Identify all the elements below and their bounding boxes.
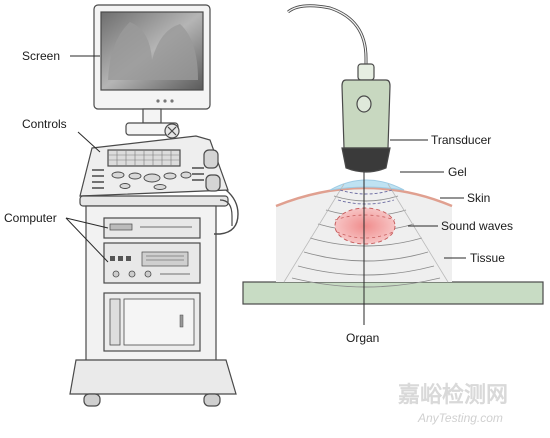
- label-controls: Controls: [22, 117, 67, 131]
- watermark-chinese: 嘉峪检测网: [398, 382, 508, 408]
- controls-leader: [77, 131, 101, 153]
- label-screen: Screen: [22, 49, 60, 63]
- label-transducer: Transducer: [431, 133, 491, 147]
- machine-cable: [214, 189, 239, 235]
- label-tissue: Tissue: [470, 251, 505, 265]
- organ-shape: [334, 207, 396, 245]
- computer-leader-a: [65, 217, 109, 229]
- screen-scan-image: [108, 22, 198, 80]
- transducer: [341, 63, 391, 173]
- sound-waves: [291, 195, 441, 288]
- computer-unit-top: [103, 217, 201, 239]
- label-organ: Organ: [346, 331, 379, 345]
- skin: [275, 186, 453, 208]
- computer-leader-b: [65, 217, 109, 263]
- ultrasound-machine: [69, 4, 237, 407]
- transducer-cable: [287, 4, 368, 70]
- watermark-english: AnyTesting.com: [417, 411, 503, 425]
- monitor-neck: [142, 108, 162, 124]
- gel: [329, 179, 405, 191]
- table: [242, 281, 544, 305]
- label-sound-waves: Sound waves: [441, 219, 513, 233]
- label-gel: Gel: [448, 165, 467, 179]
- label-computer: Computer: [4, 211, 57, 225]
- label-skin: Skin: [467, 191, 490, 205]
- machine-base: [69, 359, 237, 395]
